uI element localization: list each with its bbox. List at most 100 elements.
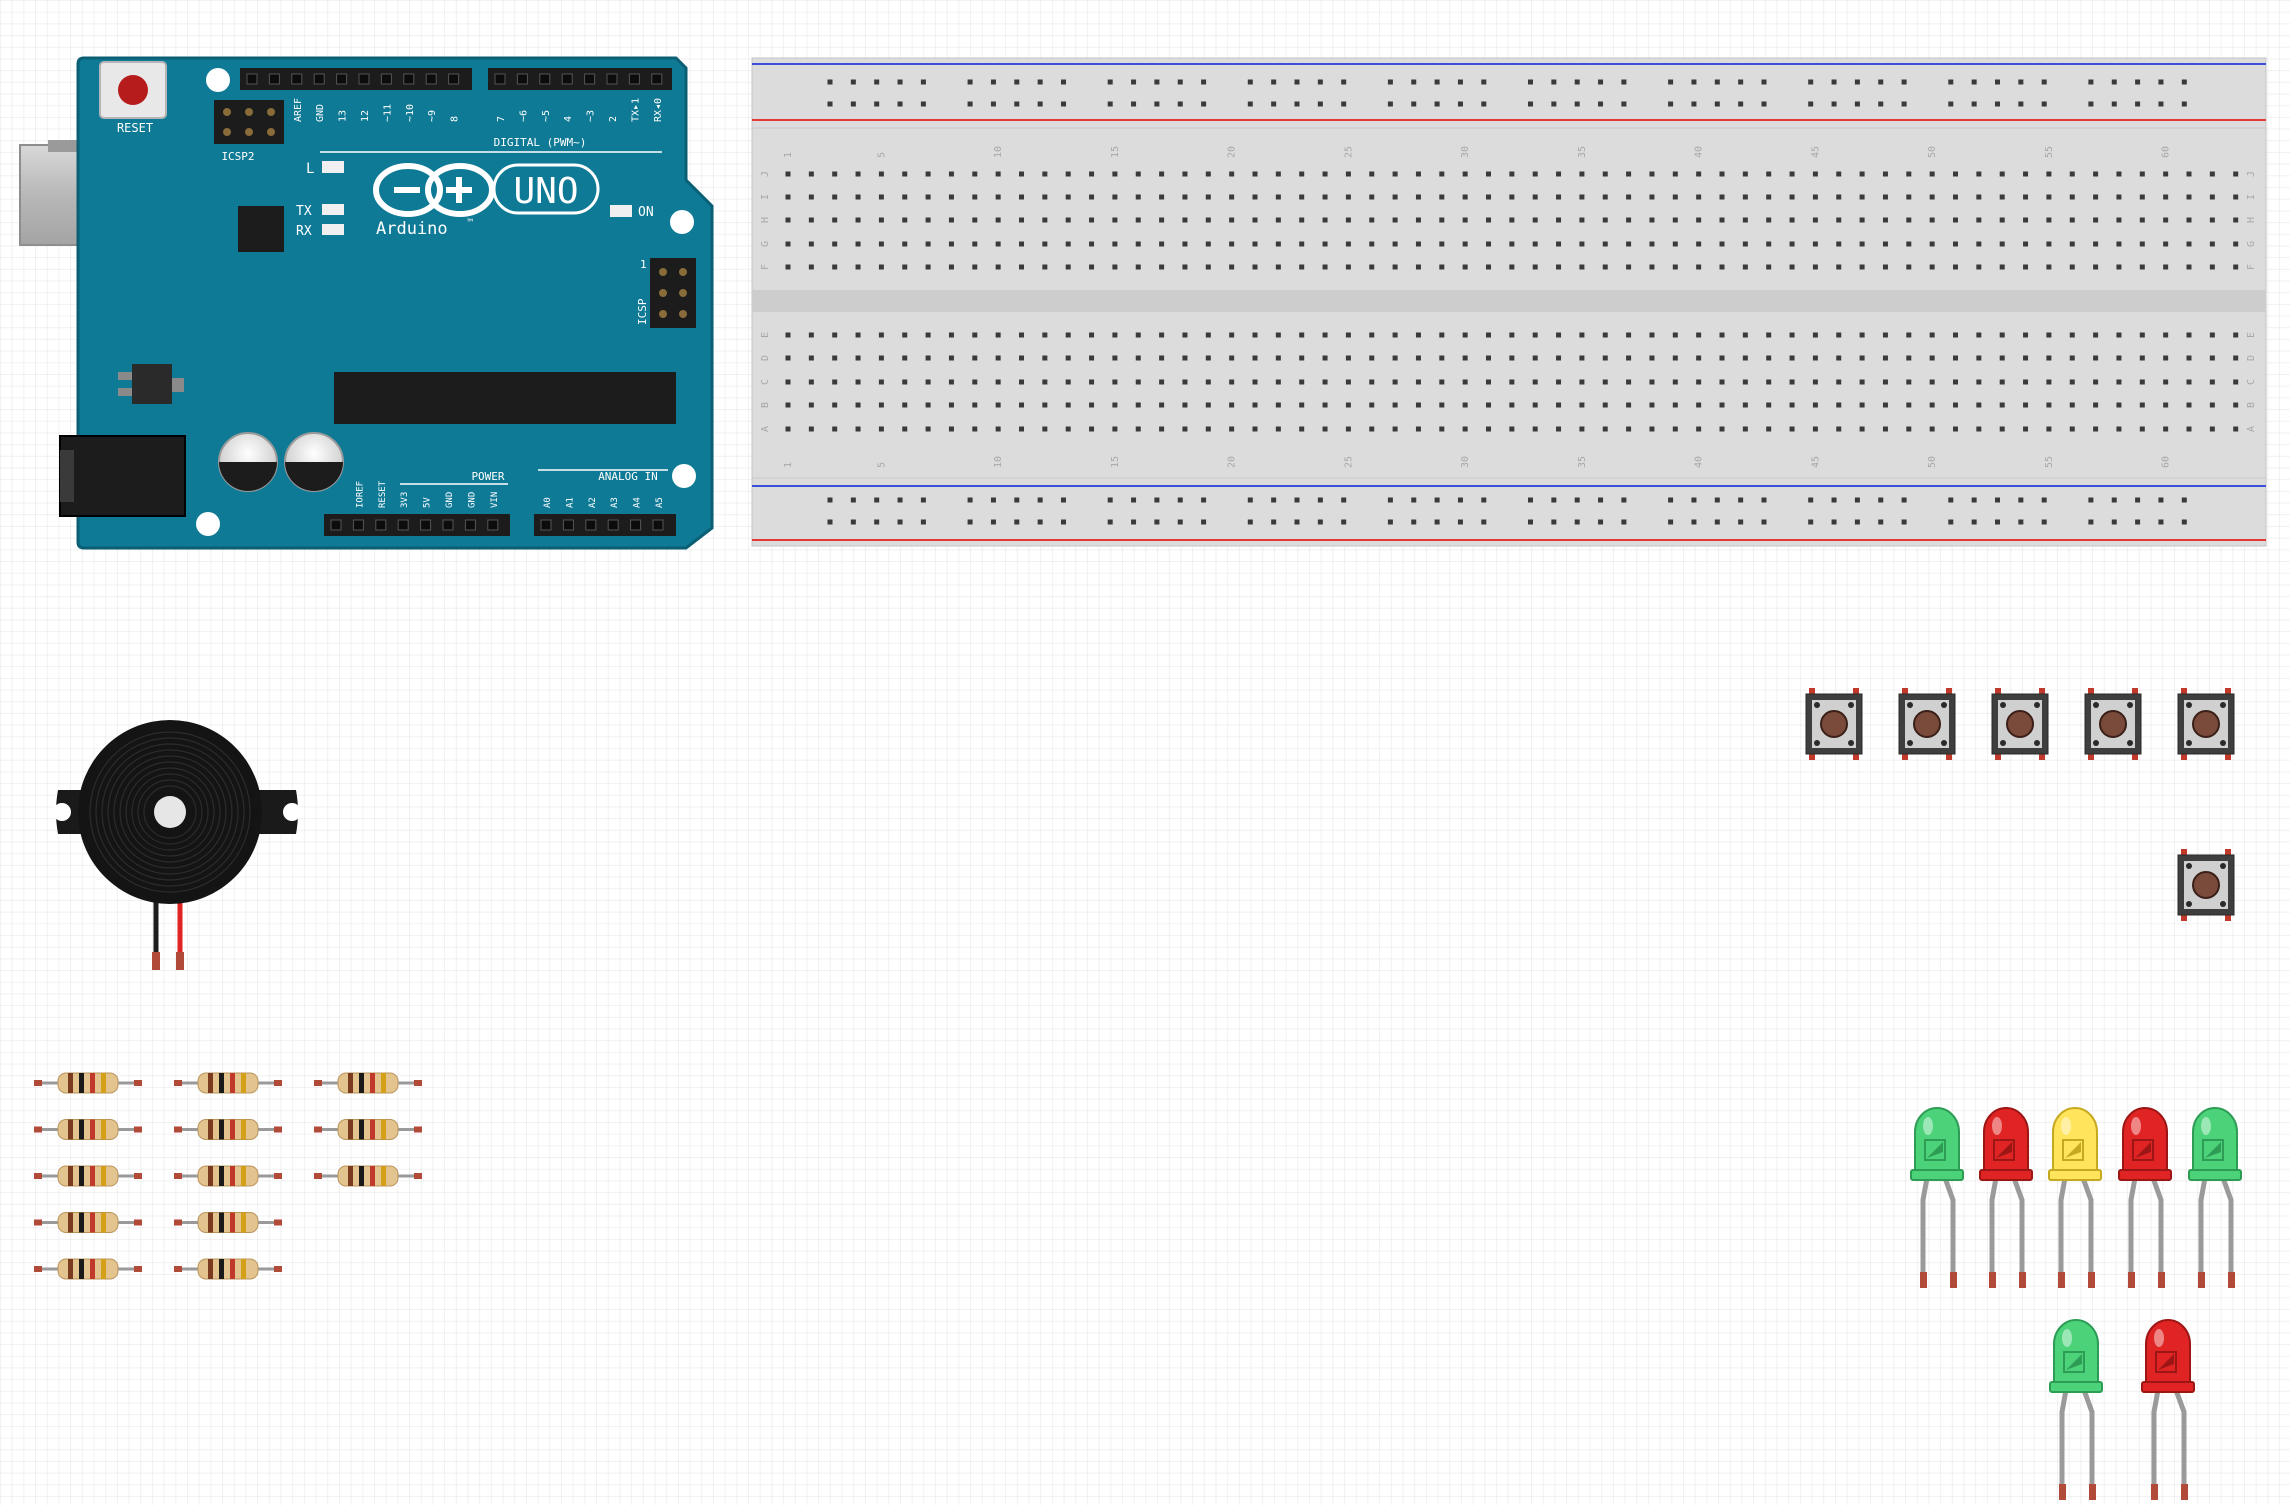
breadboard-hole[interactable] [1556,241,1562,247]
breadboard-hole[interactable] [1882,332,1888,338]
breadboard-hole[interactable] [1953,379,1958,385]
breadboard-hole[interactable] [1205,355,1211,361]
breadboard-hole[interactable] [1457,79,1463,85]
breadboard-hole[interactable] [1766,217,1772,223]
breadboard-hole[interactable] [1486,241,1491,247]
breadboard-hole[interactable] [972,264,978,270]
breadboard-hole[interactable] [808,171,814,177]
breadboard-hole[interactable] [1019,171,1024,177]
breadboard-hole[interactable] [1859,264,1865,270]
breadboard-hole[interactable] [902,332,908,338]
breadboard-hole[interactable] [1929,217,1935,223]
breadboard-hole[interactable] [1621,79,1627,85]
breadboard-hole[interactable] [1135,332,1141,338]
breadboard-hole[interactable] [1831,101,1837,107]
breadboard-hole[interactable] [1719,264,1725,270]
breadboard-hole[interactable] [920,79,926,85]
breadboard-hole[interactable] [1112,171,1118,177]
breadboard-hole[interactable] [2116,332,2122,338]
breadboard-hole[interactable] [1579,171,1585,177]
breadboard-hole[interactable] [1271,519,1277,525]
breadboard-hole[interactable] [1019,241,1024,247]
breadboard-hole[interactable] [1159,194,1165,200]
breadboard-hole[interactable] [1929,402,1935,408]
breadboard-hole[interactable] [1252,426,1258,432]
breadboard-hole[interactable] [990,79,996,85]
breadboard-hole[interactable] [1294,101,1300,107]
breadboard-hole[interactable] [1532,379,1538,385]
breadboard-hole[interactable] [2041,519,2047,525]
breadboard-hole[interactable] [1411,519,1417,525]
breadboard-hole[interactable] [1836,171,1842,177]
breadboard-hole[interactable] [1252,355,1258,361]
breadboard-hole[interactable] [2209,264,2215,270]
breadboard-hole[interactable] [1626,332,1632,338]
breadboard-hole[interactable] [1742,194,1748,200]
breadboard-hole[interactable] [1808,519,1814,525]
breadboard-hole[interactable] [1345,194,1351,200]
breadboard-hole[interactable] [1691,497,1697,503]
breadboard-hole[interactable] [878,332,884,338]
breadboard-hole[interactable] [1037,497,1043,503]
breadboard-hole[interactable] [832,379,838,385]
breadboard-hole[interactable] [832,241,838,247]
breadboard-hole[interactable] [1247,497,1253,503]
breadboard-hole[interactable] [2233,402,2239,408]
breadboard-hole[interactable] [2209,332,2215,338]
breadboard-hole[interactable] [2088,519,2094,525]
breadboard-hole[interactable] [1579,379,1585,385]
breadboard-hole[interactable] [1252,194,1258,200]
breadboard-hole[interactable] [1462,171,1468,177]
breadboard-hole[interactable] [1738,519,1744,525]
breadboard-hole[interactable] [1789,264,1795,270]
header-pin[interactable] [606,73,618,85]
breadboard-hole[interactable] [1901,79,1907,85]
breadboard-hole[interactable] [785,402,791,408]
breadboard-hole[interactable] [1999,355,2005,361]
breadboard-hole[interactable] [1719,426,1725,432]
breadboard-hole[interactable] [1719,355,1725,361]
breadboard-hole[interactable] [2209,194,2215,200]
breadboard-hole[interactable] [1042,402,1048,408]
breadboard-hole[interactable] [1719,171,1725,177]
breadboard-hole[interactable] [1532,355,1538,361]
breadboard-hole[interactable] [1322,426,1328,432]
breadboard-hole[interactable] [1621,101,1627,107]
breadboard-hole[interactable] [1345,217,1351,223]
breadboard-hole[interactable] [1551,497,1557,503]
breadboard-hole[interactable] [2209,426,2215,432]
breadboard-hole[interactable] [1696,332,1702,338]
breadboard-hole[interactable] [1672,264,1678,270]
breadboard-hole[interactable] [1999,217,2005,223]
breadboard-hole[interactable] [967,519,973,525]
breadboard-hole[interactable] [1411,497,1417,503]
breadboard-hole[interactable] [1135,264,1141,270]
breadboard-hole[interactable] [2139,241,2145,247]
breadboard-hole[interactable] [1649,379,1655,385]
breadboard-hole[interactable] [2069,426,2075,432]
pushbutton-cap[interactable] [2099,710,2127,738]
breadboard-hole[interactable] [1275,194,1281,200]
breadboard-hole[interactable] [855,426,861,432]
breadboard-hole[interactable] [1719,379,1725,385]
breadboard-hole[interactable] [1532,426,1538,432]
breadboard-hole[interactable] [2093,355,2099,361]
breadboard-hole[interactable] [1509,171,1515,177]
breadboard-hole[interactable] [1551,101,1557,107]
breadboard-hole[interactable] [1089,171,1095,177]
breadboard-hole[interactable] [1271,101,1277,107]
breadboard-hole[interactable] [874,519,880,525]
breadboard-hole[interactable] [1766,194,1772,200]
breadboard-hole[interactable] [1042,426,1048,432]
breadboard-hole[interactable] [855,194,861,200]
breadboard-hole[interactable] [2233,426,2239,432]
breadboard-hole[interactable] [1275,426,1281,432]
breadboard-hole[interactable] [1112,402,1118,408]
breadboard-hole[interactable] [1579,217,1585,223]
breadboard-hole[interactable] [855,402,861,408]
breadboard-hole[interactable] [1299,264,1305,270]
breadboard-hole[interactable] [1906,332,1912,338]
breadboard-hole[interactable] [1574,497,1580,503]
breadboard-hole[interactable] [2018,79,2024,85]
